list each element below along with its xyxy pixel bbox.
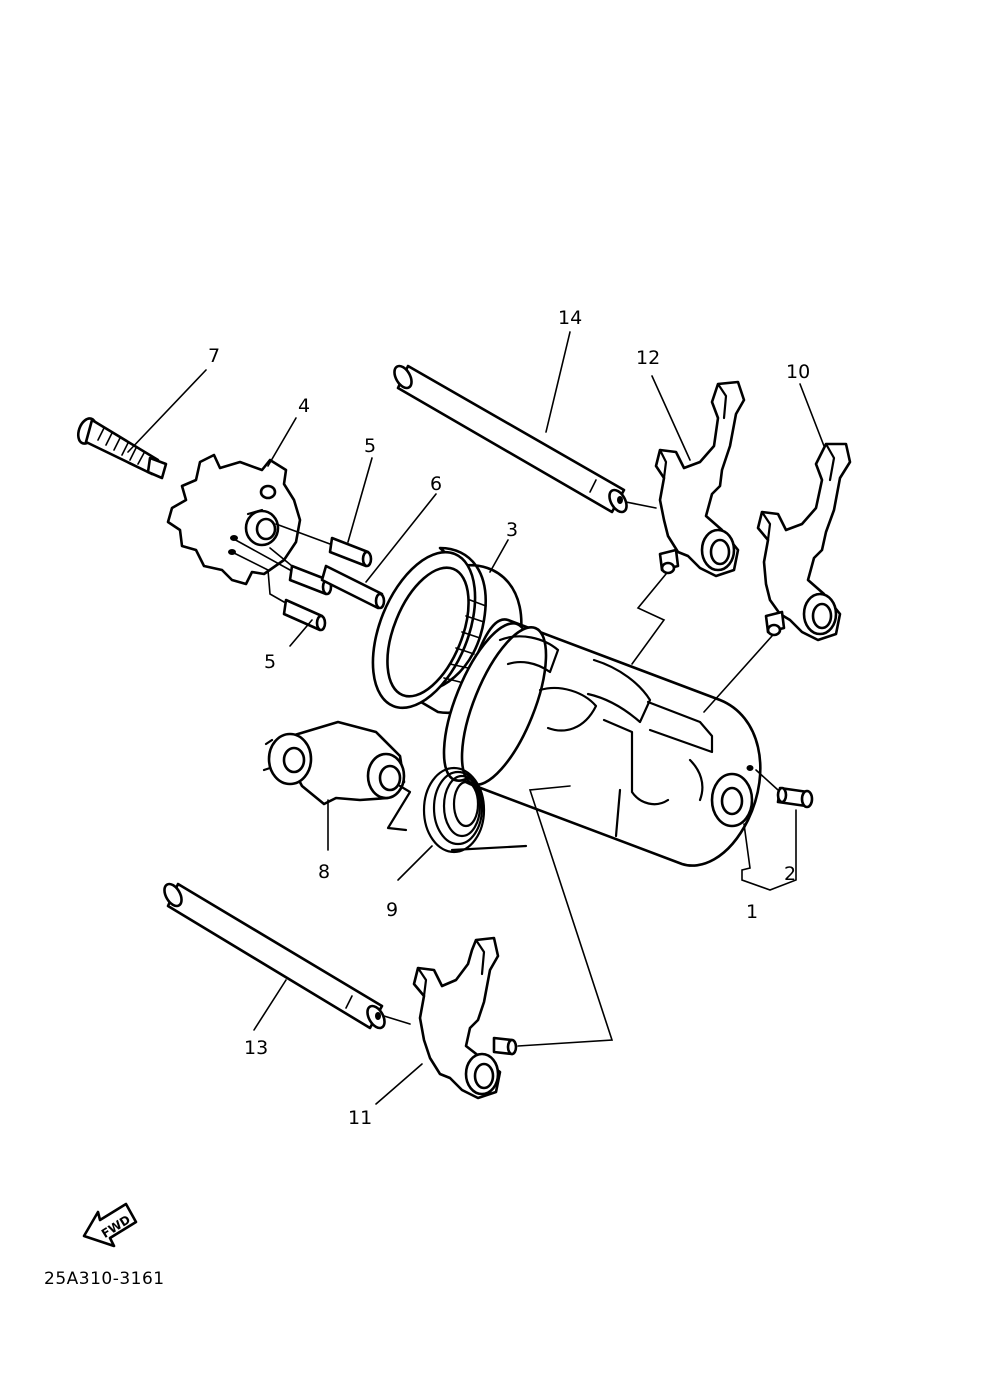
callout-7: 7: [208, 345, 220, 367]
callout-11: 11: [348, 1107, 372, 1129]
callout-2: 2: [784, 863, 796, 885]
guide-bar-part-14: [393, 364, 628, 514]
fwd-arrow-icon: FWD: [82, 1202, 138, 1248]
pin-part-5-lower: [282, 598, 327, 632]
diagram-code: 25A310-3161: [44, 1269, 165, 1289]
callout-5-upper: 5: [364, 435, 376, 457]
shift-fork-part-10: [756, 442, 852, 642]
guide-bar-part-13: [163, 882, 386, 1030]
callout-4: 4: [298, 395, 310, 417]
pin-part-2: [776, 786, 814, 809]
callout-12: 12: [636, 347, 660, 369]
segment-part-4: [166, 453, 302, 586]
stopper-lever-part-8: [262, 720, 406, 806]
callout-3: 3: [506, 519, 518, 541]
callout-5-lower: 5: [264, 651, 276, 673]
callout-9: 9: [386, 899, 398, 921]
torsion-spring-part-9: [386, 766, 528, 854]
callout-leaders: [127, 331, 825, 1105]
callout-6: 6: [430, 473, 442, 495]
pin-part-6: [320, 564, 386, 610]
callout-14: 14: [558, 307, 582, 329]
callout-13: 13: [244, 1037, 268, 1059]
callout-8: 8: [318, 861, 330, 883]
pin-part-5-upper: [328, 536, 373, 568]
shift-fork-part-12: [654, 380, 746, 578]
shift-drum-part-1: [442, 618, 762, 867]
shift-fork-part-11: [412, 936, 518, 1100]
screw-part-7: [76, 417, 168, 480]
callout-10: 10: [786, 361, 810, 383]
callout-1: 1: [746, 901, 758, 923]
